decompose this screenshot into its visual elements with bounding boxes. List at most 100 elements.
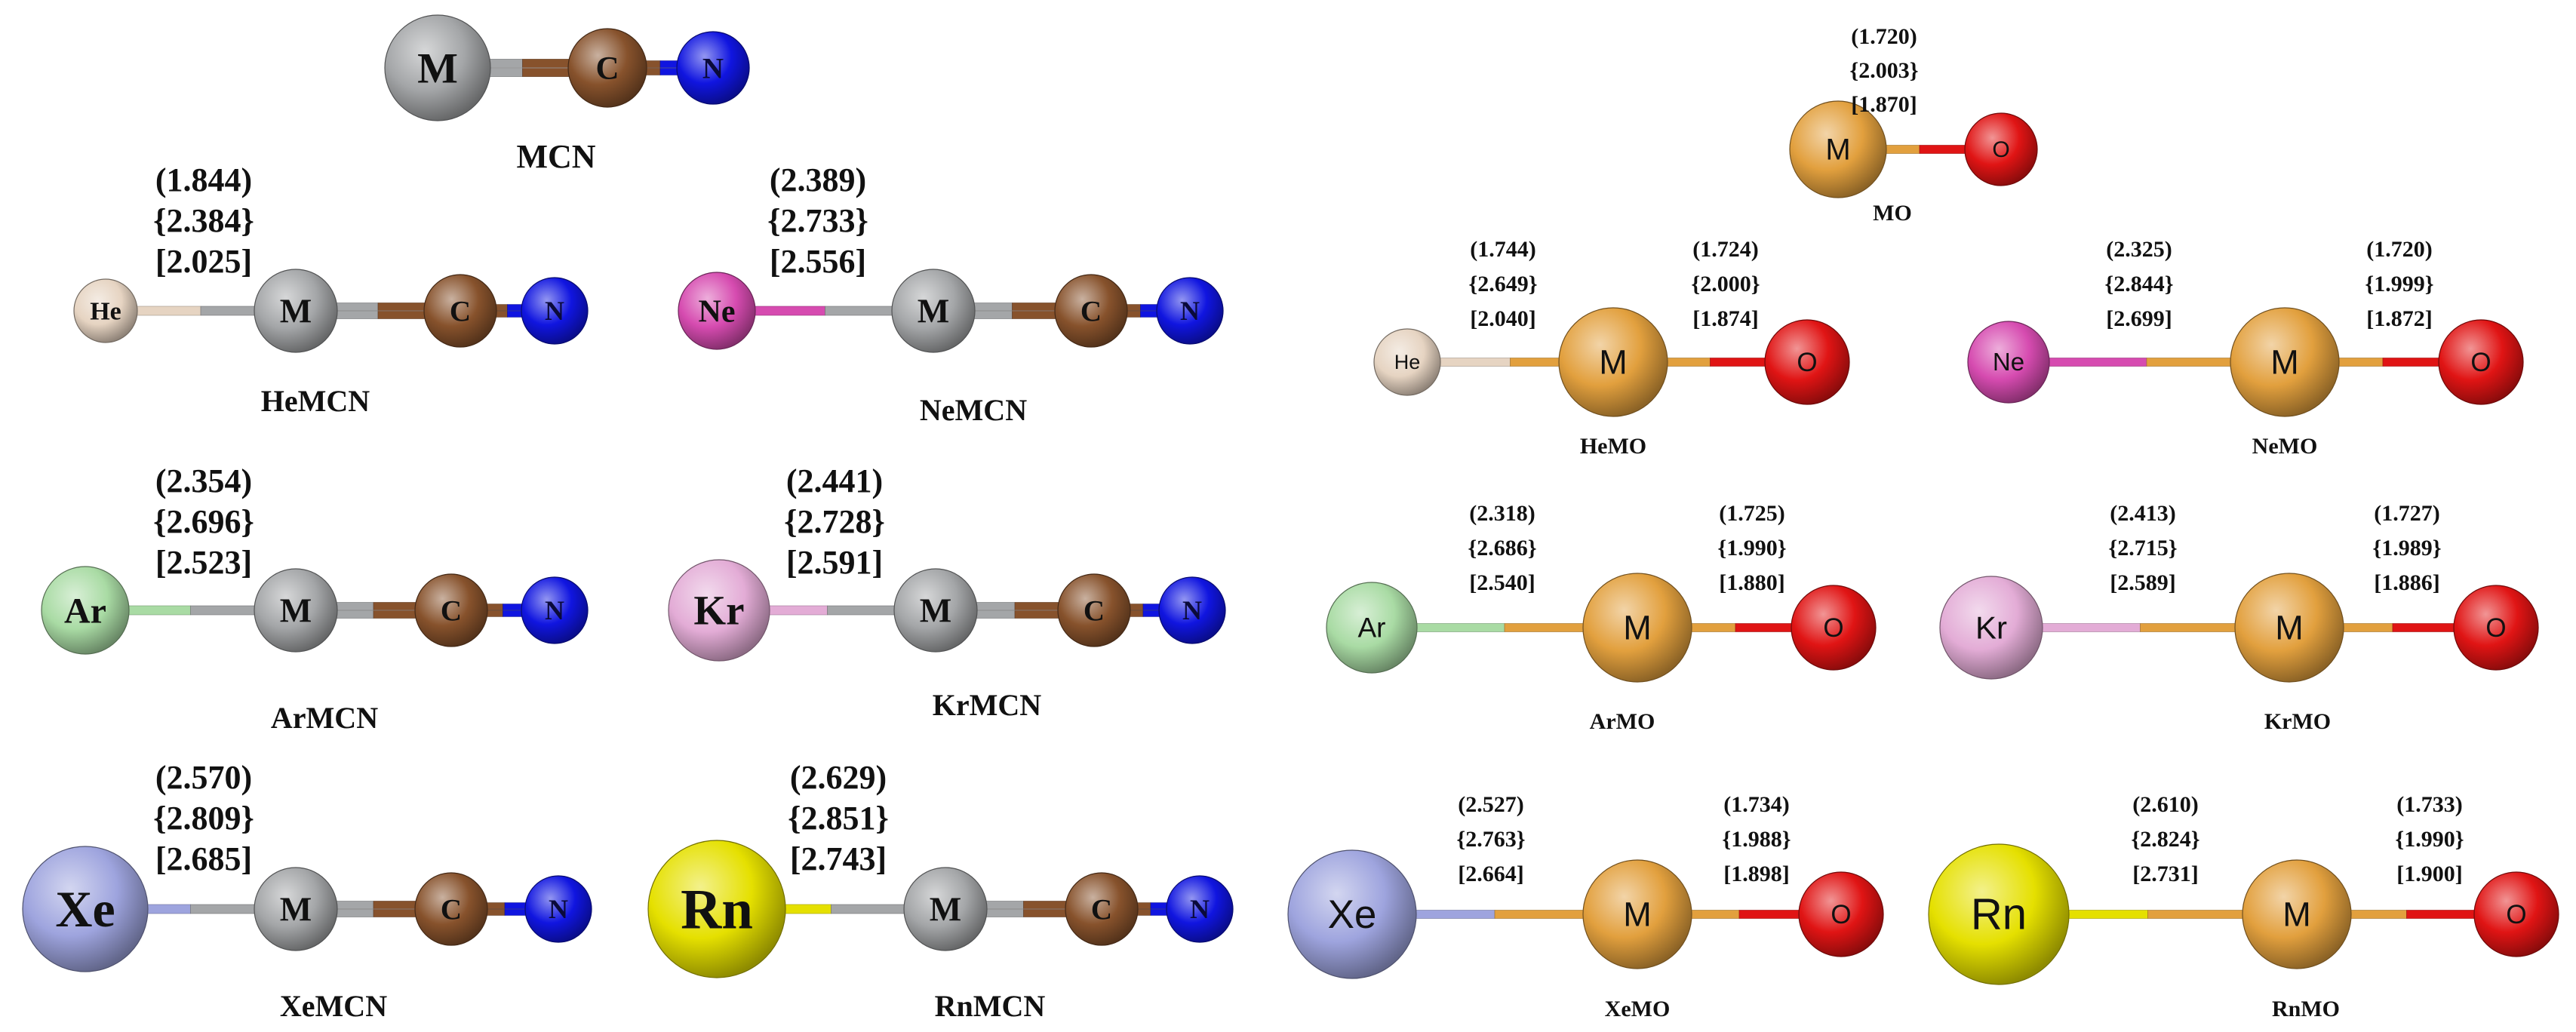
right-hemo-atom-o-symbol: O <box>1797 348 1817 377</box>
left-krmcn-atom-c: C <box>1057 573 1131 647</box>
right-armo-mo-dist-1: (1.725) <box>1719 501 1784 526</box>
left-xemcn-atom-m-symbol: M <box>280 890 312 928</box>
right-armo-formula: ArMO <box>1590 709 1655 734</box>
left-nemcn-atom-ng: Ne <box>678 272 756 350</box>
right-nemo-atom-o-symbol: O <box>2470 348 2491 377</box>
left-krmcn-dist-2: {2.728} <box>784 503 885 540</box>
left-hemcn-atom-ng: He <box>73 278 138 343</box>
right-xemo-atom-o-symbol: O <box>1831 900 1851 929</box>
left-hemcn-dist-2: {2.384} <box>153 202 254 239</box>
right-rnmo-mo-dist-2: {1.990} <box>2395 827 2464 852</box>
left-armcn-atom-ng-symbol: Ar <box>64 591 106 631</box>
mo-atom-o-symbol: O <box>1992 137 2009 162</box>
left-xemcn-atom-m: M <box>254 867 338 951</box>
left-rnmcn-atom-ng-symbol: Rn <box>681 879 753 941</box>
right-xemo-ngm-dist-2: {2.763} <box>1456 827 1525 852</box>
right-krmo-mo-dist-1: (1.727) <box>2374 501 2439 526</box>
mcn-atom-c: C <box>567 28 647 108</box>
right-krmo-atom-ng-symbol: Kr <box>1975 610 2007 645</box>
right-krmo-atom-m-symbol: M <box>2275 608 2304 647</box>
right-hemo-ngm-dist-2: {2.649} <box>1468 272 1537 296</box>
right-xemo-ngm-dist-1: (2.527) <box>1458 792 1523 817</box>
right-xemo-mo-dist-2: {1.988} <box>1722 827 1791 852</box>
left-krmcn-dist-1: (2.441) <box>786 462 883 499</box>
left-rnmcn-dist-1: (2.629) <box>790 759 887 796</box>
right-armo-atom-m-symbol: M <box>1623 608 1652 647</box>
left-nemcn-atom-n: N <box>1156 277 1224 345</box>
right-hemo-ngm-dist-3: [2.040] <box>1470 306 1535 331</box>
left-krmcn-dist-3: [2.591] <box>786 544 883 581</box>
right-armo-atom-ng: Ar <box>1326 582 1418 674</box>
left-nemcn-dist-3: [2.556] <box>770 243 866 280</box>
left-nemcn-atom-c: C <box>1054 274 1128 348</box>
right-armo-atom-o: O <box>1791 585 1877 671</box>
left-krmcn-atom-c-symbol: C <box>1084 594 1105 627</box>
left-rnmcn-atom-c-symbol: C <box>1091 893 1112 926</box>
right-nemo-atom-o: O <box>2438 319 2524 405</box>
right-rnmo-atom-o-symbol: O <box>2506 900 2526 929</box>
left-rnmcn-atom-n: N <box>1166 875 1234 943</box>
right-armo-atom-o-symbol: O <box>1823 613 1843 643</box>
right-krmo-formula: KrMO <box>2264 709 2331 734</box>
right-hemo-mo-dist-1: (1.724) <box>1692 237 1758 262</box>
right-nemo-mo-dist-1: (1.720) <box>2366 237 2432 262</box>
left-xemcn-formula: XeMCN <box>280 989 387 1023</box>
right-krmo-atom-o-symbol: O <box>2485 613 2506 643</box>
left-armcn-atom-ng: Ar <box>41 566 130 655</box>
mo-atom-m-symbol: M <box>1825 134 1850 167</box>
right-nemo-atom-m: M <box>2230 307 2340 417</box>
right-hemo-ngm-dist-1: (1.744) <box>1470 237 1535 262</box>
left-rnmcn-dist-2: {2.851} <box>788 800 889 837</box>
left-hemcn-atom-n-symbol: N <box>545 296 564 326</box>
left-krmcn-atom-m-symbol: M <box>920 591 951 629</box>
mcn-atom-c-symbol: C <box>595 51 619 87</box>
right-xemo-atom-m-symbol: M <box>1623 895 1652 933</box>
left-armcn-atom-n-symbol: N <box>545 595 564 625</box>
left-xemcn-dist-1: (2.570) <box>155 759 252 796</box>
right-rnmo-atom-m: M <box>2242 859 2352 969</box>
left-hemcn-atom-ng-symbol: He <box>90 298 121 326</box>
right-xemo-atom-ng-symbol: Xe <box>1328 892 1377 937</box>
left-armcn-atom-m: M <box>254 568 338 653</box>
right-rnmo-mo-dist-1: (1.733) <box>2396 792 2462 817</box>
mo-dist-2: {2.003} <box>1849 58 1918 83</box>
right-krmo-mo-dist-3: [1.886] <box>2374 570 2439 595</box>
right-armo-mo-dist-3: [1.880] <box>1719 570 1784 595</box>
left-krmcn-atom-ng-symbol: Kr <box>693 588 744 634</box>
left-nemcn-atom-n-symbol: N <box>1180 296 1200 326</box>
left-krmcn-formula: KrMCN <box>933 688 1042 722</box>
right-xemo-formula: XeMO <box>1605 997 1671 1021</box>
mo-dist-1: (1.720) <box>1851 24 1917 49</box>
left-hemcn-dist-3: [2.025] <box>155 243 252 280</box>
left-hemcn-dist-1: (1.844) <box>155 161 252 198</box>
right-nemo-mo-dist-3: [1.872] <box>2366 306 2432 331</box>
right-nemo-ngm-dist-1: (2.325) <box>2106 237 2172 262</box>
left-xemcn-atom-ng: Xe <box>22 846 149 972</box>
right-hemo-atom-ng: He <box>1373 328 1441 396</box>
right-rnmo-ngm-dist-2: {2.824} <box>2131 827 2199 852</box>
left-nemcn-atom-ng-symbol: Ne <box>699 294 736 329</box>
left-nemcn-atom-m: M <box>891 269 976 353</box>
left-xemcn-atom-c: C <box>414 872 488 946</box>
right-rnmo-formula: RnMO <box>2272 997 2340 1021</box>
right-xemo-atom-m: M <box>1582 859 1692 969</box>
right-hemo-atom-ng-symbol: He <box>1394 351 1421 373</box>
right-nemo-ngm-dist-2: {2.844} <box>2104 272 2173 296</box>
right-krmo-ngm-dist-2: {2.715} <box>2108 536 2177 561</box>
left-rnmcn-atom-c: C <box>1065 872 1139 946</box>
right-rnmo-atom-ng: Rn <box>1928 843 2070 985</box>
mo-atom-m: M <box>1789 100 1887 198</box>
right-nemo-atom-ng: Ne <box>1967 321 2050 404</box>
right-armo-ngm-dist-1: (2.318) <box>1469 501 1535 526</box>
left-nemcn-atom-c-symbol: C <box>1081 295 1102 327</box>
left-nemcn-dist-2: {2.733} <box>767 202 868 239</box>
left-xemcn-atom-ng-symbol: Xe <box>55 880 115 938</box>
left-armcn-dist-3: [2.523] <box>155 544 252 581</box>
right-xemo-mo-dist-3: [1.898] <box>1723 862 1789 886</box>
right-hemo-mo-dist-3: [1.874] <box>1692 306 1758 331</box>
left-rnmcn-formula: RnMCN <box>935 989 1046 1023</box>
left-armcn-atom-m-symbol: M <box>280 591 312 629</box>
right-hemo-atom-m-symbol: M <box>1599 342 1628 381</box>
right-armo-ngm-dist-2: {2.686} <box>1468 536 1536 561</box>
